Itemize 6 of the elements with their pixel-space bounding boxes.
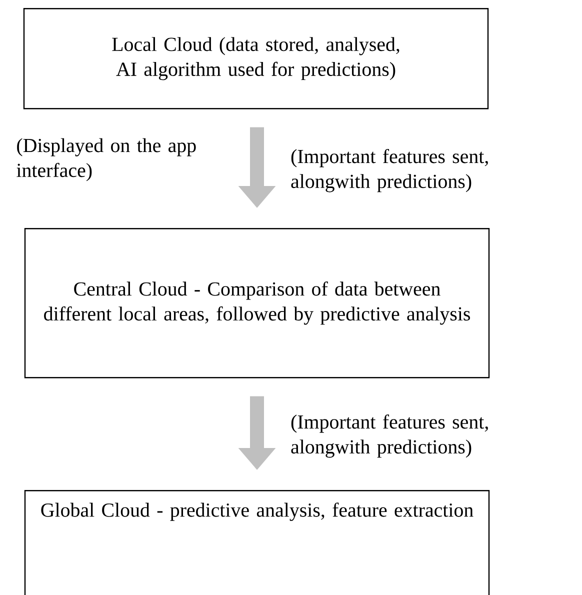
process-box: Global Cloud - predictive analysis, feature extraction: [24, 490, 490, 595]
process-box: Local Cloud (data stored, analysed, AI algorithm used for predictions): [23, 8, 489, 110]
edge-label: (Important features sent, alongwith predictions): [291, 148, 488, 192]
edge-label: (Important features sent, alongwith predictions): [291, 414, 488, 458]
note-text: (Displayed on the app interface): [16, 138, 196, 182]
process-box: Central Cloud - Comparison of data between different local areas, followed by predictive analysis: [24, 228, 490, 378]
